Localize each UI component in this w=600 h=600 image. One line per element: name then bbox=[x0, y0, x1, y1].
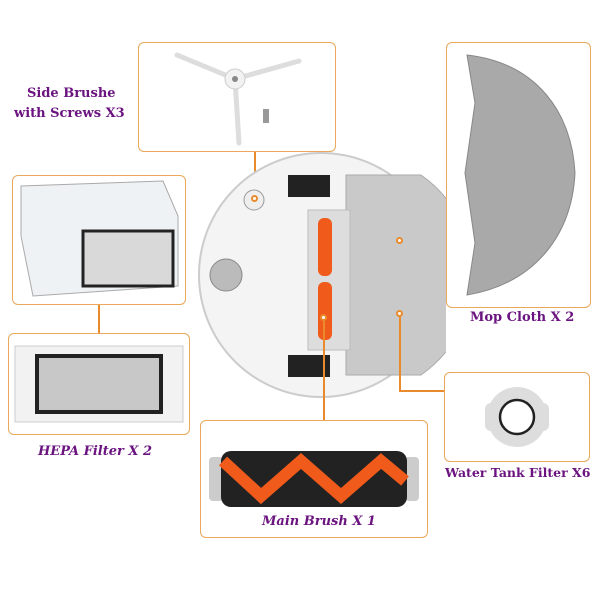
main-brush-panel bbox=[200, 420, 428, 538]
side-brush-label-line1: Side Brushe bbox=[27, 86, 116, 101]
hepa-filter-panel bbox=[8, 333, 190, 435]
dustbin-image bbox=[20, 180, 179, 297]
main-brush-label: Main Brush X 1 bbox=[262, 514, 376, 529]
side-brush-label-line2: with Screws X3 bbox=[14, 106, 125, 121]
mop-cloth-label: Mop Cloth X 2 bbox=[470, 310, 575, 325]
water-tank-filter-image bbox=[485, 387, 549, 447]
mop-cloth-image bbox=[464, 54, 576, 296]
mop-cloth-panel bbox=[446, 42, 591, 308]
side-brush-image bbox=[174, 52, 302, 146]
main-brush-connector bbox=[323, 320, 325, 420]
water-tank-filter-label: Water Tank Filter X6 bbox=[445, 465, 591, 480]
side-brush-panel bbox=[138, 42, 336, 152]
mop-pointer bbox=[396, 237, 403, 244]
water-tank-filter-panel bbox=[444, 372, 590, 462]
hepa-filter-image bbox=[14, 345, 184, 423]
robot-vacuum-bottom-image bbox=[198, 152, 446, 398]
hepa-filter-label: HEPA Filter X 2 bbox=[38, 444, 153, 459]
hepa-connector bbox=[98, 305, 100, 333]
dustbin-panel bbox=[12, 175, 186, 305]
main-brush-image bbox=[209, 451, 419, 507]
water-tank-connector-v bbox=[399, 316, 401, 390]
side-brush-pointer bbox=[251, 195, 258, 202]
water-tank-connector-h bbox=[399, 390, 445, 392]
